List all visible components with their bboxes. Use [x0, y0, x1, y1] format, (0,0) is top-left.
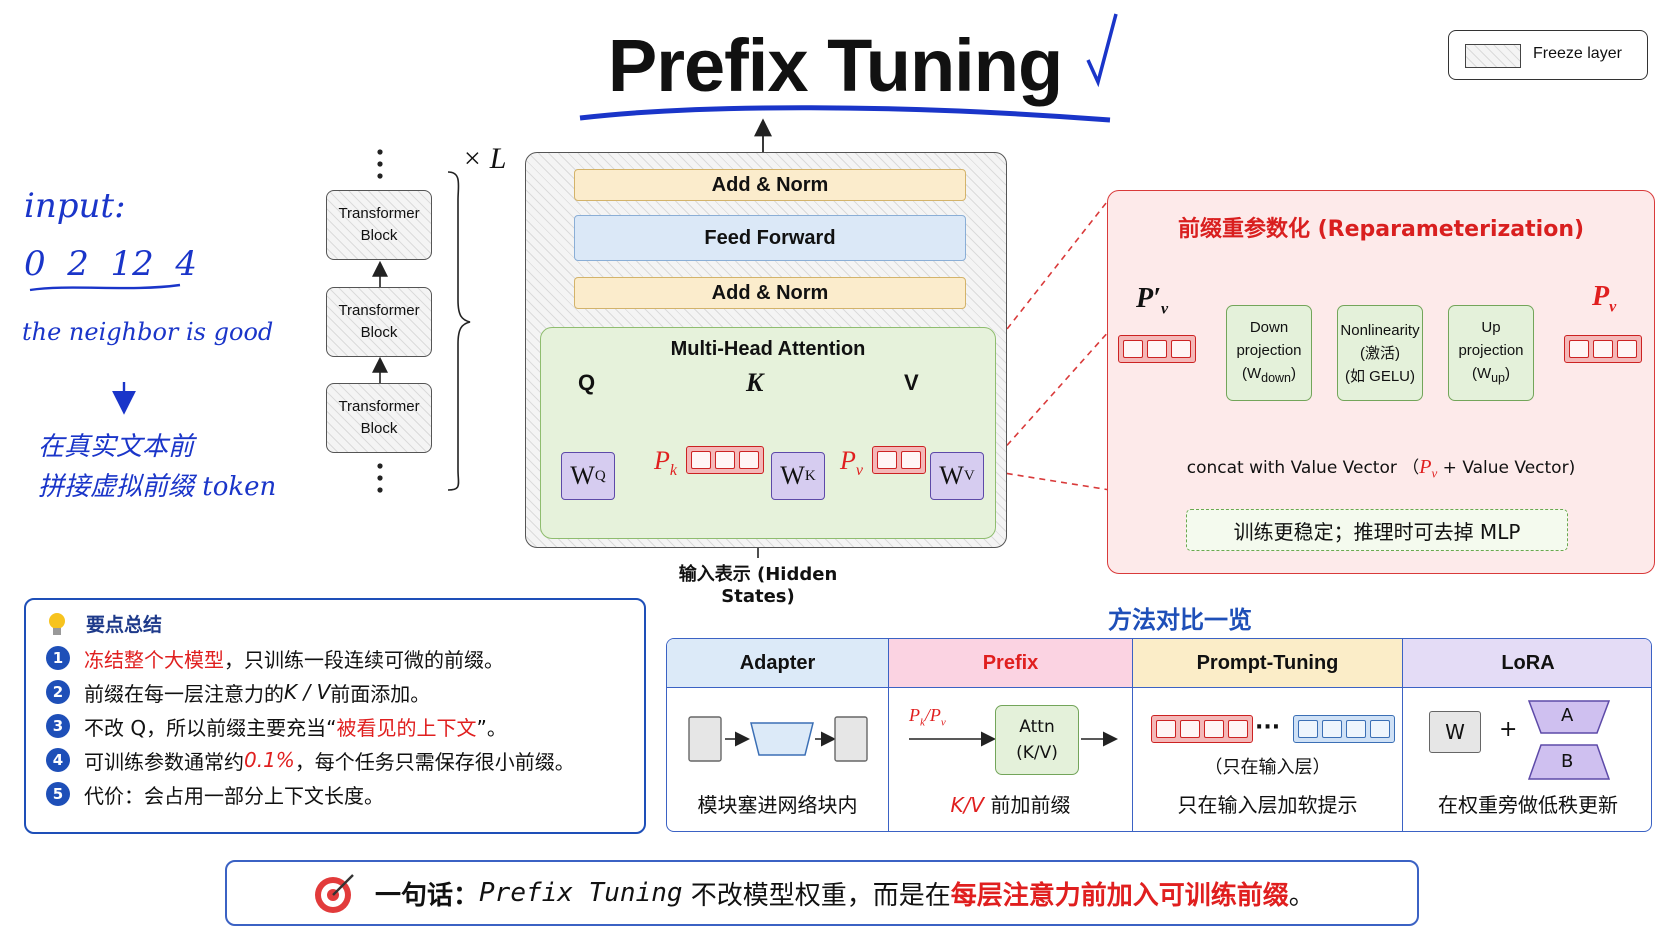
- up-projection-box: Up projection (Wup): [1448, 305, 1534, 401]
- prompt-caption: 只在输入层加软提示: [1177, 793, 1358, 817]
- reparam-note: 训练更稳定；推理时可去掉 MLP: [1186, 509, 1568, 551]
- transformer-block-top: Transformer Block: [326, 190, 432, 260]
- column-prompt-tuning: Prompt-Tuning ··· （只在输入层） 只在输入层加软提示: [1133, 639, 1403, 831]
- transformer-block-mid: Transformer Block: [326, 287, 432, 357]
- page-title: Prefix Tuning: [607, 24, 1063, 107]
- tokens-underline: [29, 283, 181, 292]
- concat-caption: concat with Value Vector （Pv + Value Vec…: [1186, 456, 1576, 481]
- adapter-caption: 模块塞进网络块内: [697, 793, 858, 817]
- dash-link-top: [911, 197, 1111, 451]
- prompt-soft-tokens: [1151, 715, 1253, 743]
- q-label: Q: [578, 370, 596, 395]
- k-label: K: [746, 368, 764, 397]
- hand-note-line2: 拼接虚拟前缀 token: [38, 472, 277, 502]
- prefix-caption: K/V 前加前缀: [950, 793, 1071, 817]
- layer-brace: [447, 171, 471, 491]
- mha-title: Multi-Head Attention: [670, 338, 866, 360]
- pk-label: Pk: [654, 446, 677, 480]
- bottom-summary-bar: 一句话： Prefix Tuning 不改模型权重，而是在 每层注意力前加入可训…: [225, 860, 1419, 926]
- prefix-arrows: [909, 731, 1118, 747]
- summary-title: 要点总结: [86, 614, 163, 636]
- target-icon: [315, 874, 354, 913]
- reparameterization-panel: 前缀重参数化 (Reparameterization) P′v Down pro…: [1107, 190, 1655, 574]
- prompt-sub-caption: （只在输入层）: [1204, 757, 1331, 778]
- freeze-legend: Freeze layer: [1448, 30, 1648, 80]
- freeze-swatch: [1465, 44, 1521, 68]
- prefix-pk-pv-label: Pk/Pv: [909, 705, 946, 729]
- lora-plus: +: [1499, 717, 1518, 742]
- pv-label: Pv: [840, 446, 863, 480]
- bottom-prefix: 一句话：: [375, 880, 480, 911]
- multi-head-attention: Multi-Head Attention: [540, 327, 996, 539]
- freeze-legend-label: Freeze layer: [1533, 45, 1622, 62]
- dash-link-mid: [984, 329, 1111, 471]
- lora-a-label: A: [1561, 705, 1574, 726]
- bottom-red: 每层注意力前加入可训练前缀: [950, 880, 1289, 911]
- nonlinearity-box: Nonlinearity (激活) (如 GELU): [1337, 305, 1423, 401]
- input-sentence: the neighbor is good: [22, 318, 274, 346]
- reparam-title: 前缀重参数化 (Reparameterization): [1177, 217, 1585, 242]
- lora-caption: 在权重旁做低秩更新: [1438, 793, 1618, 817]
- column-prefix-header: Prefix: [889, 639, 1132, 688]
- stack-dots: [377, 149, 383, 493]
- repeat-label: × L: [462, 142, 507, 175]
- bottom-em: Prefix Tuning: [479, 878, 683, 908]
- pk-prefix-cells: [686, 446, 764, 474]
- lora-w-box: W: [1429, 711, 1481, 753]
- add-norm-top: Add & Norm: [574, 169, 966, 201]
- column-lora: LoRA W + A B 在权重旁做低秩更新: [1403, 639, 1651, 831]
- p-prime-label: P′v: [1136, 283, 1169, 318]
- transformer-detail-block: Add & Norm Feed Forward Add & Norm Multi…: [525, 152, 1007, 548]
- prompt-input-tokens: [1293, 715, 1395, 743]
- transformer-block-bottom: Transformer Block: [326, 383, 432, 453]
- v-label: V: [904, 370, 919, 395]
- check-mark: [1086, 13, 1118, 88]
- input-label: input:: [24, 186, 126, 226]
- column-lora-header: LoRA: [1403, 639, 1651, 688]
- feed-forward-layer: Feed Forward: [574, 215, 966, 261]
- column-adapter-header: Adapter: [667, 639, 888, 688]
- column-prefix: Prefix Pk/Pv Attn (K/V) K/V 前加前缀: [889, 639, 1133, 831]
- lightbulb-icon: [49, 612, 65, 635]
- prompt-ellipsis: ···: [1255, 715, 1281, 740]
- input-tokens: 0 2 12 4: [24, 244, 198, 284]
- prefix-attn-box: Attn (K/V): [995, 705, 1079, 775]
- lora-ab-shapes: [1527, 700, 1611, 780]
- pv-prefix-cells: [872, 446, 926, 474]
- summary-header: 要点总结: [46, 610, 162, 637]
- p-out-cells: [1564, 335, 1642, 363]
- bottom-mid: 不改模型权重，而是在: [682, 880, 951, 911]
- down-projection-box: Down projection (Wdown): [1226, 305, 1312, 401]
- comparison-table: Adapter 模块塞进网络块内 Prefix Pk/Pv Attn (K/V)…: [666, 638, 1652, 832]
- bottom-post: 。: [1288, 880, 1315, 911]
- hand-note-line1: 在真实文本前: [38, 432, 195, 462]
- p-prime-cells: [1118, 335, 1196, 363]
- title-underline: [579, 105, 1111, 123]
- add-norm-mid: Add & Norm: [574, 277, 966, 309]
- column-prompt-tuning-header: Prompt-Tuning: [1133, 639, 1402, 688]
- adapter-diagram: [688, 716, 868, 762]
- comparison-title: 方法对比一览: [1108, 606, 1252, 634]
- column-adapter: Adapter 模块塞进网络块内: [667, 639, 889, 831]
- p-out-label: Pv: [1592, 281, 1617, 316]
- lora-b-label: B: [1561, 751, 1574, 772]
- hidden-states-caption: 输入表示 (Hidden States): [678, 564, 838, 607]
